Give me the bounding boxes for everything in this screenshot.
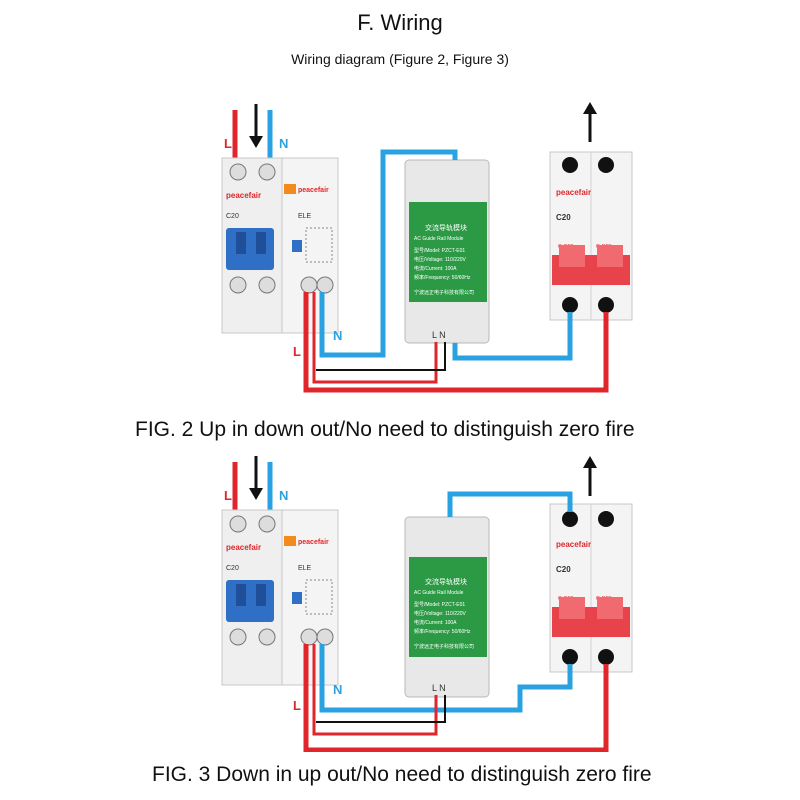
module-frequency: 频率/Frequency: 50/60Hz — [414, 628, 471, 635]
neutral-wire-module-to-breaker — [452, 312, 573, 361]
module-model: 型号/Model: PZCT-E01 — [414, 601, 465, 608]
circuit-breaker: peacefair C20 O-OFF O-OFF — [549, 151, 633, 321]
neutral-label: N — [279, 488, 288, 503]
figure-2-caption: FIG. 2 Up in down out/No need to disting… — [135, 418, 635, 441]
rcd-rating: C20 — [226, 565, 239, 572]
fig2-neutral-label: N — [333, 328, 342, 343]
ac-guide-rail-module: 交流导轨模块 AC Guide Rail Module 型号/Model: PZ… — [404, 159, 490, 344]
module-model: 型号/Model: PZCT-E01 — [414, 247, 465, 254]
breaker-rating: C20 — [556, 565, 571, 574]
module-name-en: AC Guide Rail Module — [414, 590, 464, 596]
page-title: F. Wiring — [357, 10, 443, 35]
module-current: 电流/Current: 100A — [414, 265, 457, 272]
module-voltage: 电压/Voltage: 110/220V — [414, 256, 467, 263]
figure-3-caption: FIG. 3 Down in up out/No need to disting… — [152, 763, 652, 786]
rcd-brand-2: peacefair — [298, 539, 329, 546]
page-subtitle: Wiring diagram (Figure 2, Figure 3) — [291, 51, 509, 67]
neutral-label: N — [279, 136, 288, 151]
module-l-wire — [312, 292, 438, 384]
up-arrow-icon — [583, 102, 597, 114]
up-arrow-icon — [583, 456, 597, 468]
fig3-live-label: L — [293, 698, 301, 713]
rcd-brand: peacefair — [226, 543, 261, 552]
module-voltage: 电压/Voltage: 110/220V — [414, 610, 467, 617]
live-wire-rcd-to-breaker — [303, 644, 609, 753]
module-maker: 宁波远正电子科技有限公司 — [414, 643, 474, 650]
rcd-brand: peacefair — [226, 191, 261, 200]
module-n-wire — [316, 342, 446, 371]
rcd-rating: C20 — [226, 213, 239, 220]
module-name-en: AC Guide Rail Module — [414, 236, 464, 242]
module-n-wire — [316, 695, 446, 723]
fig2-live-label: L — [293, 344, 301, 359]
breaker-brand: peacefair — [556, 188, 591, 197]
down-arrow-icon — [249, 136, 263, 148]
down-arrow-icon — [249, 488, 263, 500]
neutral-wire-rcd-to-module — [319, 149, 458, 358]
module-name-cn: 交流导轨模块 — [425, 577, 467, 586]
figure-3-diagram: L N peacefair peacefair C20 ELE 交流导轨模块 A… — [0, 452, 800, 753]
module-l-wire — [312, 644, 438, 736]
live-label: L — [224, 488, 232, 503]
ac-guide-rail-module: 交流导轨模块 AC Guide Rail Module 型号/Model: PZ… — [404, 516, 490, 698]
rcd-breaker: peacefair peacefair C20 ELE — [221, 157, 339, 334]
rcd-type: ELE — [298, 213, 312, 220]
neutral-wire-module-top-to-breaker — [447, 491, 573, 517]
rcd-brand-2: peacefair — [298, 187, 329, 194]
live-label: L — [224, 136, 232, 151]
module-frequency: 频率/Frequency: 50/60Hz — [414, 274, 471, 281]
module-terminal-labels: L N — [432, 683, 446, 693]
rcd-breaker: peacefair peacefair C20 ELE — [221, 509, 339, 686]
figure-2-diagram: L N peacefair peacefair C20 ELE 交流导轨模块 A… — [0, 100, 800, 400]
neutral-wire-rcd-bottom — [319, 644, 573, 713]
circuit-breaker: peacefair C20 O-OFF O-OFF — [549, 503, 633, 673]
breaker-rating: C20 — [556, 213, 571, 222]
module-name-cn: 交流导轨模块 — [425, 223, 467, 232]
breaker-brand: peacefair — [556, 540, 591, 549]
rcd-type: ELE — [298, 565, 312, 572]
module-terminal-labels: L N — [432, 330, 446, 340]
module-current: 电流/Current: 100A — [414, 619, 457, 626]
live-wire-rcd-to-breaker — [303, 292, 609, 393]
fig3-neutral-label: N — [333, 682, 342, 697]
module-maker: 宁波远正电子科技有限公司 — [414, 289, 474, 296]
